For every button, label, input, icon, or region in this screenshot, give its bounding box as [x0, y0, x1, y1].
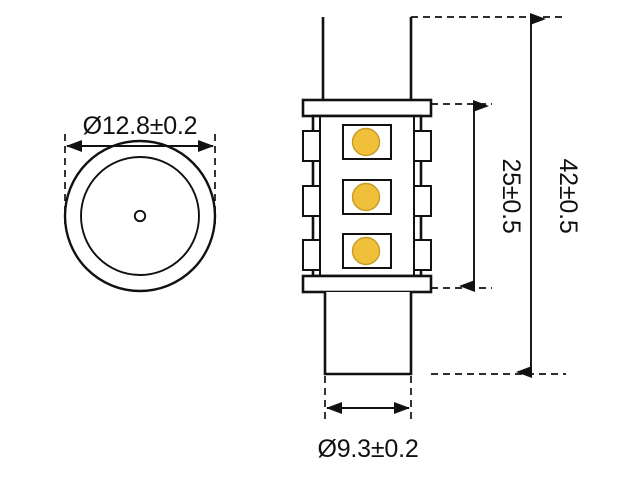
front-led-2	[342, 179, 392, 215]
front-led-1-emitter	[351, 127, 381, 157]
side-led-left-2	[302, 185, 321, 217]
overall-height-dimension: 42±0.5	[411, 13, 582, 378]
side-led-right-1	[413, 130, 432, 162]
front-led-3-emitter	[351, 236, 381, 266]
lower-flange	[301, 274, 433, 294]
overall-height-label: 42±0.5	[554, 158, 582, 233]
top-view-group: Ø12.8±0.2	[63, 112, 217, 293]
side-led-left-3	[302, 239, 321, 271]
side-view-group	[301, 17, 433, 376]
front-led-3	[342, 233, 392, 269]
base-diameter-dimension: Ø9.3±0.2	[317, 376, 419, 463]
base-cap-tube	[323, 292, 413, 376]
front-led-2-emitter	[351, 182, 381, 212]
top-diameter-label: Ø12.8±0.2	[83, 112, 198, 140]
upper-body-tube	[321, 17, 413, 103]
upper-flange	[301, 98, 433, 118]
side-led-left-1	[302, 130, 321, 162]
base-diameter-label: Ø9.3±0.2	[317, 435, 418, 463]
led-section-height-label: 25±0.5	[497, 158, 525, 233]
side-led-right-2	[413, 185, 432, 217]
front-led-1	[342, 124, 392, 160]
side-led-right-3	[413, 239, 432, 271]
center-dot	[133, 209, 147, 223]
